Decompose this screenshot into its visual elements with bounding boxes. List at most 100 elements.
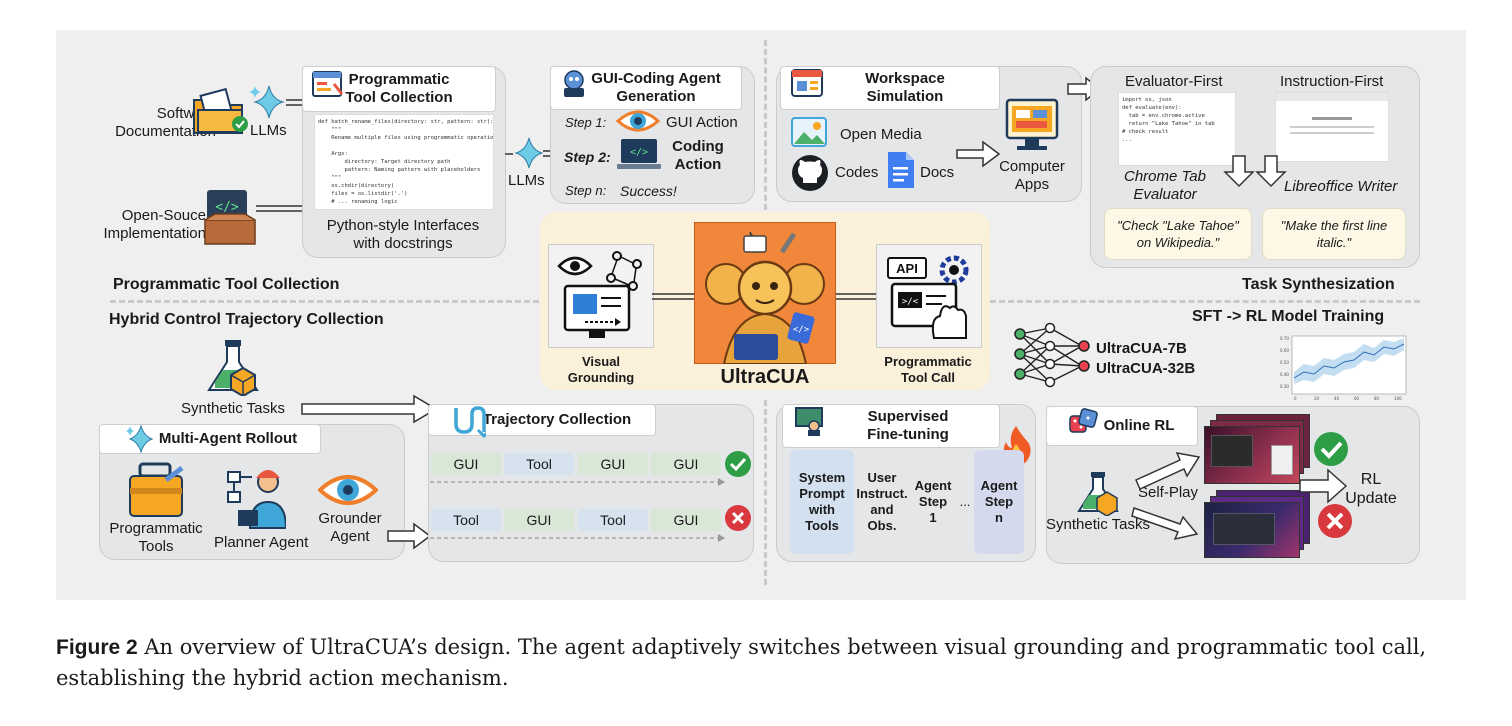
sft-agent-step-n: Agent Step n (974, 450, 1024, 554)
synthetic-tasks-label-left: Synthetic Tasks (181, 400, 285, 417)
rollout-screenshot-success (1204, 426, 1300, 484)
arrow-to-computer-apps (956, 140, 1001, 168)
section-model-training: SFT -> RL Model Training (1192, 308, 1385, 325)
programmatic-tools-label: Programmatic Tools (109, 520, 203, 555)
success-check-icon (725, 451, 751, 477)
step2-text: Coding Action (672, 138, 724, 173)
programmatic-tools-toolbox-icon (129, 462, 184, 517)
online-rl-header: Online RL (1046, 406, 1198, 446)
docs-label: Docs (920, 164, 955, 181)
neural-network-icon (1014, 322, 1090, 388)
libreoffice-writer-label: Libreoffice Writer (1284, 178, 1398, 195)
arrow-down-evaluator (1223, 155, 1255, 188)
synthetic-tasks-label-rl: Synthetic Tasks (1046, 516, 1150, 533)
open-source-label: Open-Souce Implementation (103, 207, 206, 242)
evaluator-first-label: Evaluator-First (1125, 73, 1223, 90)
traj2-arrow (430, 534, 725, 542)
traj1-step1: GUI (431, 453, 501, 475)
robot-icon (564, 70, 584, 97)
section-programmatic-tool-collection: Programmatic Tool Collection (113, 276, 340, 293)
connector-programmatic-tool-call (836, 293, 878, 300)
eye-icon (616, 110, 660, 132)
task-quote-evaluator: "Check "Lake Tahoe" on Wikipedia." (1104, 208, 1252, 260)
arrow-rollout-to-trajectory (387, 522, 432, 550)
sft-system-prompt: System Prompt with Tools (790, 450, 854, 554)
connector-llm-to-box (286, 99, 304, 106)
github-icon (792, 155, 828, 191)
divider-bottom-vertical (764, 400, 767, 585)
ultracua-mascot-image: </> (694, 222, 836, 364)
rollout-screenshot-failure (1204, 502, 1300, 558)
planner-agent-icon (227, 470, 286, 529)
connector-visual-grounding (652, 293, 694, 300)
step1-label: Step 1: (565, 115, 607, 130)
rl-failure-x-icon (1318, 504, 1352, 538)
svg-text:100: 100 (1394, 396, 1402, 401)
traj2-step1: Tool (431, 509, 501, 531)
python-interfaces-label: Python-style Interfaces with docstrings (326, 217, 480, 252)
docs-icon (888, 152, 914, 188)
svg-text:0.30: 0.30 (1280, 384, 1289, 389)
trajectory-path-icon (454, 406, 486, 438)
open-source-box-icon: </> (204, 190, 256, 245)
traj1-step3: GUI (578, 453, 648, 475)
self-play-label: Self-Play (1138, 484, 1199, 501)
divider-right (990, 300, 1420, 303)
grounder-agent-eye-icon (318, 475, 378, 505)
model-32b-label: UltraCUA-32B (1096, 360, 1196, 377)
traj2-step2: GUI (504, 509, 574, 531)
computer-apps-label: Computer Apps (999, 158, 1065, 193)
synthetic-tasks-flask-icon (207, 340, 259, 396)
failure-x-icon (725, 505, 751, 531)
model-7b-label: UltraCUA-7B (1096, 340, 1187, 357)
coding-laptop-icon: </> (617, 139, 661, 169)
ultracua-title: UltraCUA (720, 366, 810, 388)
arrow-self-play-failure (1131, 507, 1199, 541)
grounder-agent-label: Grounder Agent (318, 510, 382, 545)
svg-text:0.60: 0.60 (1280, 348, 1289, 353)
multi-agent-rollout-header: Multi-Agent Rollout (99, 424, 321, 454)
figure-caption: Figure 2 An overview of UltraCUA’s desig… (56, 632, 1476, 693)
divider-top-vertical (764, 40, 767, 210)
svg-text:0.40: 0.40 (1280, 372, 1289, 377)
computer-apps-icon (1005, 98, 1059, 150)
arrow-down-instruction (1255, 155, 1287, 188)
svg-text:0.50: 0.50 (1280, 360, 1289, 365)
llm-sparkle-icon-2 (505, 137, 555, 169)
svg-text:80: 80 (1374, 396, 1380, 401)
traj1-step4: GUI (651, 453, 721, 475)
evaluator-code-thumbnail: import os, json def evaluate(env): tab =… (1118, 92, 1236, 166)
step2-label: Step 2: (564, 149, 611, 165)
caption-text: An overview of UltraCUA’s design. The ag… (56, 635, 1427, 690)
api-gear-icon: API >/< (887, 255, 969, 339)
section-task-synthesization: Task Synthesization (1242, 276, 1395, 293)
llms-label-mid: LLMs (508, 172, 545, 189)
svg-text:0.70: 0.70 (1280, 336, 1289, 341)
sft-ellipsis: ... (959, 494, 971, 509)
sft-agent-step-1: Agent Step 1 (914, 478, 952, 525)
chrome-tab-evaluator-label: Chrome Tab Evaluator (1124, 168, 1206, 203)
visual-grounding-label: Visual Grounding (567, 354, 635, 385)
planner-agent-label: Planner Agent (214, 534, 309, 551)
traj2-step3: Tool (578, 509, 648, 531)
api-label: API (896, 261, 918, 276)
visual-grounding-icon (557, 251, 642, 338)
svg-text:</>: </> (793, 325, 810, 335)
arrow-to-rl-update (1299, 468, 1348, 504)
docstring-code-snippet: def batch_rename_files(directory: str, p… (314, 114, 494, 210)
llm-sparkle-icon (249, 85, 285, 119)
arrow-self-play-success (1135, 452, 1201, 490)
traj2-step4: GUI (651, 509, 721, 531)
instruction-first-label: Instruction-First (1280, 73, 1384, 90)
step1-text: GUI Action (666, 114, 738, 131)
svg-text:60: 60 (1354, 396, 1360, 401)
svg-text:40: 40 (1334, 396, 1340, 401)
documentation-folder-icon (193, 88, 248, 134)
media-image-icon (791, 117, 827, 147)
sft-user-instruction: User Instruct. and Obs. (856, 470, 908, 533)
divider-left (110, 300, 710, 303)
svg-text:>/<: >/< (902, 297, 919, 307)
open-media-label: Open Media (840, 126, 922, 143)
traj1-arrow (430, 478, 725, 486)
